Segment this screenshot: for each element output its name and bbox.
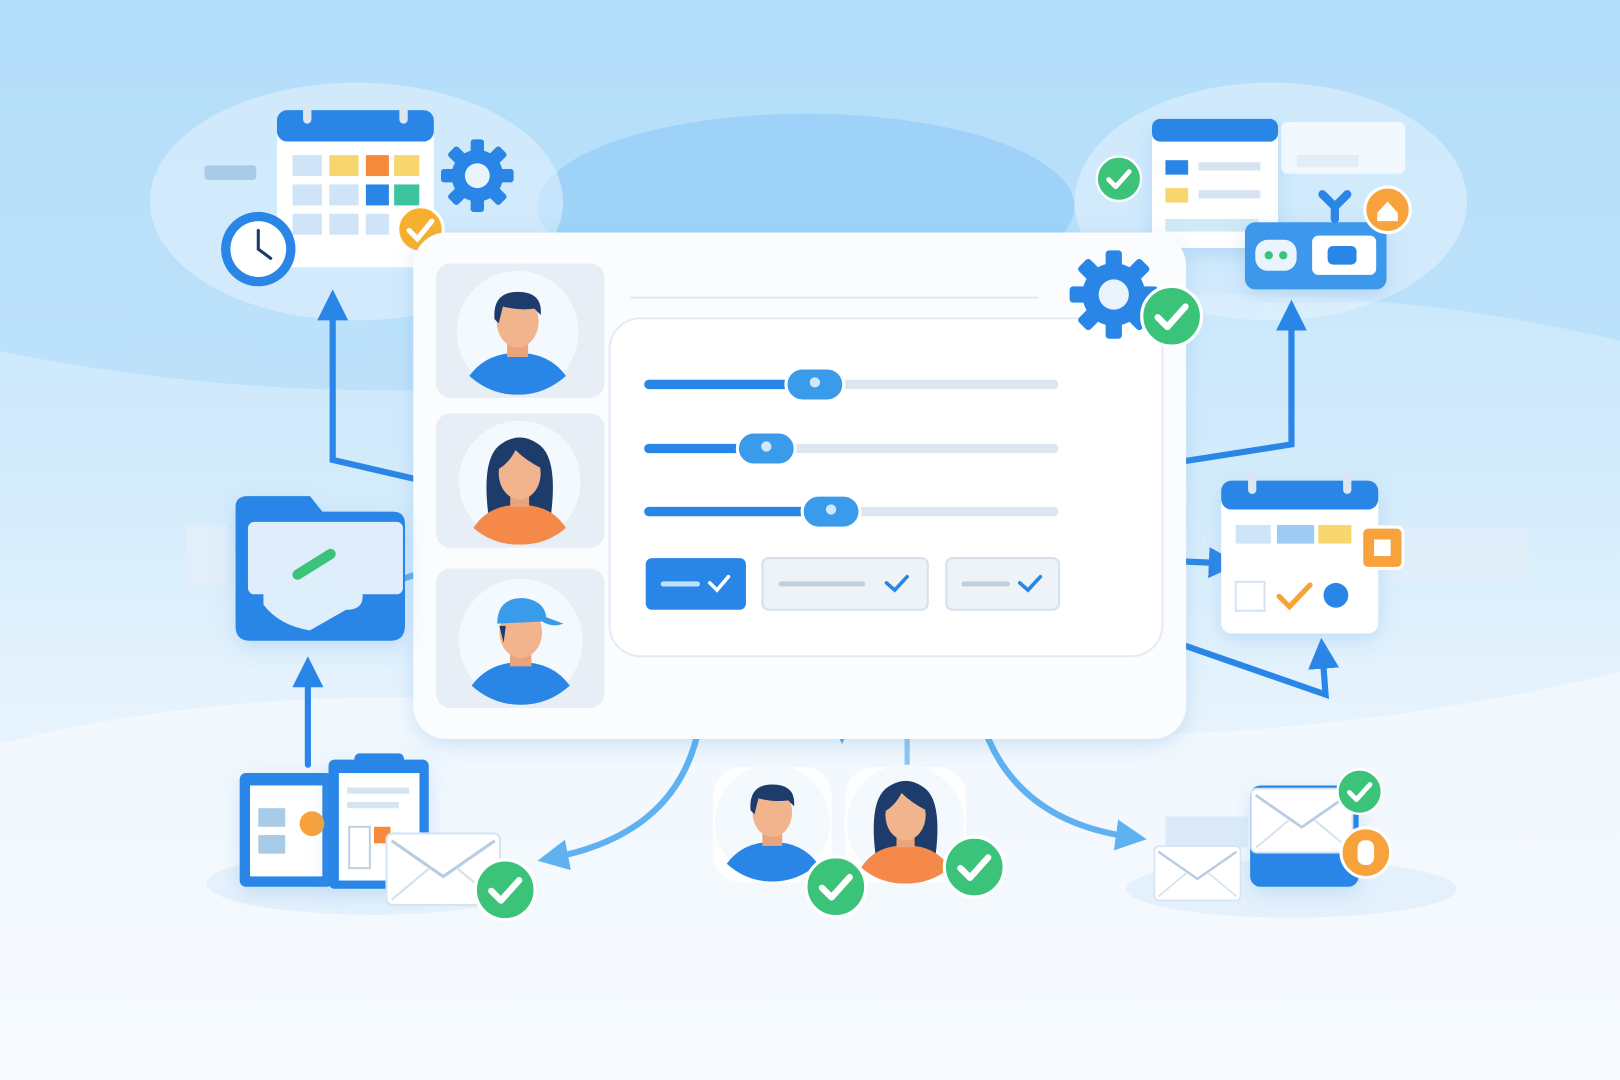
document-icon bbox=[239, 773, 333, 887]
check-icon bbox=[884, 574, 909, 593]
profile-list bbox=[435, 263, 605, 708]
bottom-left-cluster bbox=[206, 753, 538, 920]
slider[interactable] bbox=[644, 366, 1059, 403]
home-badge-icon bbox=[1363, 185, 1412, 235]
check-badge-icon bbox=[1337, 769, 1381, 813]
check-badge-icon bbox=[475, 860, 535, 920]
woman-avatar-icon bbox=[458, 420, 581, 545]
main-panel bbox=[413, 232, 1202, 739]
chat-video-box bbox=[1244, 222, 1387, 290]
man-cap-avatar-icon bbox=[458, 578, 583, 705]
folder-handshake-icon bbox=[185, 496, 405, 641]
calendar-icon bbox=[1151, 118, 1279, 249]
top-right-cluster bbox=[1074, 82, 1468, 321]
check-badge-icon bbox=[1142, 286, 1202, 346]
slider-thumb-dot bbox=[809, 377, 821, 388]
chat-icon bbox=[1255, 239, 1297, 271]
calendar-icon bbox=[1221, 473, 1530, 634]
bottom-center-cluster bbox=[712, 764, 1004, 917]
bottom-right-cluster bbox=[1126, 769, 1457, 918]
check-icon bbox=[707, 574, 731, 593]
gear-icon bbox=[441, 139, 514, 213]
arrow-icon bbox=[317, 289, 448, 489]
man-avatar-icon bbox=[456, 270, 579, 395]
option-button[interactable] bbox=[761, 557, 929, 611]
arrow-icon bbox=[1123, 622, 1340, 699]
slider[interactable] bbox=[644, 493, 1059, 530]
check-icon bbox=[1017, 574, 1043, 593]
check-badge-icon bbox=[944, 837, 1004, 897]
orange-badge-icon bbox=[1339, 826, 1393, 879]
envelope-icon bbox=[1152, 845, 1242, 902]
slider-thumb-dot bbox=[761, 441, 772, 452]
clock-icon bbox=[221, 211, 296, 287]
check-badge-icon bbox=[1097, 157, 1141, 201]
option-button[interactable] bbox=[945, 557, 1061, 611]
option-button-selected[interactable] bbox=[645, 558, 746, 610]
slider[interactable] bbox=[644, 430, 1059, 467]
settings-card bbox=[608, 317, 1164, 658]
slider-thumb-dot bbox=[825, 504, 837, 515]
man-avatar-icon bbox=[714, 764, 830, 882]
check-badge-icon bbox=[806, 857, 866, 917]
